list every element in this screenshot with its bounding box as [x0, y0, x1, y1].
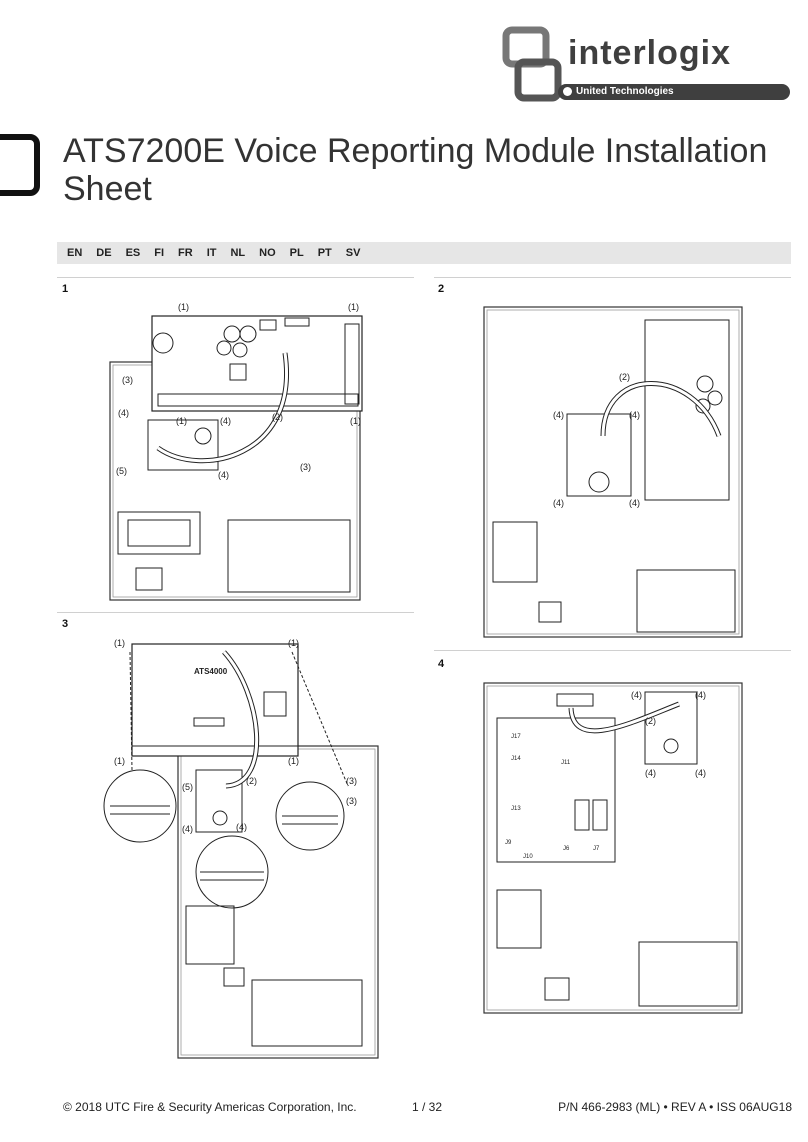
svg-text:(1): (1)	[288, 756, 299, 766]
lang-es[interactable]: ES	[125, 247, 141, 259]
svg-text:(4): (4)	[629, 498, 640, 508]
figure-3-diagram: ATS4000 (1) (1) (1) (1) (2) (5) (3) (4) …	[103, 638, 379, 1059]
svg-text:(1): (1)	[114, 638, 125, 648]
svg-text:(5): (5)	[182, 782, 193, 792]
svg-text:(1): (1)	[176, 416, 187, 426]
page-tab-marker	[0, 134, 40, 196]
brand-name: interlogix	[568, 34, 732, 72]
svg-text:(4): (4)	[553, 410, 564, 420]
fig4-voice-module	[644, 691, 698, 765]
svg-text:(1): (1)	[350, 416, 361, 426]
figure-1-diagram: (1) (1) (3) (4) (1) (4) (2) (1) (5) (4) …	[109, 302, 363, 601]
divider-fig1	[57, 277, 414, 278]
fig3-board-label: ATS4000	[194, 667, 228, 676]
fig3-transformer	[185, 905, 235, 965]
lang-pt[interactable]: PT	[317, 247, 332, 259]
lang-fi[interactable]: FI	[154, 247, 165, 259]
svg-text:(2): (2)	[246, 776, 257, 786]
footer-part-number: P/N 466-2983 (ML) • REV A • ISS 06AUG18	[558, 1100, 792, 1114]
figure-4-diagram: J17 J14 J11 J13 J9 J10 J6 J7 (4) (4) (2)…	[483, 682, 743, 1014]
svg-text:(2): (2)	[645, 716, 656, 726]
fig1-battery	[227, 519, 351, 593]
svg-text:J9: J9	[505, 840, 512, 846]
svg-text:(3): (3)	[122, 375, 133, 385]
fig3-voice-module	[195, 769, 243, 833]
svg-text:(2): (2)	[272, 412, 283, 422]
svg-text:(4): (4)	[553, 498, 564, 508]
fig4-enclosure	[483, 682, 743, 1014]
divider-fig2	[434, 277, 791, 278]
figure-2-diagram: (2) (4) (4) (4) (4)	[483, 306, 743, 638]
svg-text:(4): (4)	[629, 410, 640, 420]
svg-text:J14: J14	[511, 756, 521, 762]
figure-2-number: 2	[438, 283, 445, 295]
svg-text:(4): (4)	[182, 824, 193, 834]
fig1-control-board	[151, 315, 363, 412]
svg-text:(4): (4)	[218, 470, 229, 480]
fig3-control-board	[131, 643, 299, 757]
svg-text:(4): (4)	[695, 768, 706, 778]
language-bar: EN DE ES FI FR IT NL NO PL PT SV	[57, 242, 791, 264]
fig2-enclosure	[483, 306, 743, 638]
lang-de[interactable]: DE	[96, 247, 112, 259]
fig3-battery	[251, 979, 363, 1047]
lang-pl[interactable]: PL	[289, 247, 304, 259]
svg-text:(4): (4)	[220, 416, 231, 426]
svg-text:(1): (1)	[288, 638, 299, 648]
svg-text:J13: J13	[511, 806, 521, 812]
svg-text:(4): (4)	[645, 768, 656, 778]
svg-text:(1): (1)	[178, 302, 189, 312]
fig2-transformer	[492, 521, 538, 583]
figure-3-number: 3	[62, 618, 69, 630]
fig2-control-board	[644, 319, 730, 501]
svg-text:(1): (1)	[114, 756, 125, 766]
fig4-control-board	[496, 717, 616, 863]
svg-text:(4): (4)	[631, 690, 642, 700]
footer-copyright: © 2018 UTC Fire & Security Americas Corp…	[63, 1100, 357, 1114]
divider-fig3	[57, 612, 414, 613]
svg-text:(5): (5)	[116, 466, 127, 476]
svg-text:J11: J11	[561, 760, 571, 766]
lang-no[interactable]: NO	[259, 247, 276, 259]
svg-text:(4): (4)	[118, 408, 129, 418]
svg-text:J6: J6	[563, 846, 570, 852]
svg-text:(4): (4)	[236, 822, 247, 832]
svg-text:(4): (4)	[695, 690, 706, 700]
interlogix-logo: interlogix United Technologies	[502, 26, 792, 104]
document-title: ATS7200E Voice Reporting Module Installa…	[63, 132, 768, 208]
brand-tagline-bar	[558, 84, 790, 100]
footer-page-number: 1 / 32	[412, 1100, 443, 1114]
svg-text:J10: J10	[523, 854, 533, 860]
svg-text:J7: J7	[593, 846, 600, 852]
fig1-transformer	[117, 511, 201, 555]
divider-fig4	[434, 650, 791, 651]
brand-tagline: United Technologies	[576, 86, 674, 97]
lang-it[interactable]: IT	[206, 247, 217, 259]
svg-text:J17: J17	[511, 734, 521, 740]
svg-text:(2): (2)	[619, 372, 630, 382]
svg-text:(1): (1)	[348, 302, 359, 312]
fig4-transformer	[496, 889, 542, 949]
fig2-voice-module	[566, 413, 632, 497]
logo-mark-icon	[502, 26, 562, 102]
fig2-battery	[636, 569, 736, 633]
svg-text:(3): (3)	[300, 462, 311, 472]
svg-text:(3): (3)	[346, 776, 357, 786]
figure-4-number: 4	[438, 658, 445, 670]
lang-sv[interactable]: SV	[345, 247, 361, 259]
lang-fr[interactable]: FR	[178, 247, 193, 259]
utc-dot-icon	[563, 87, 572, 96]
fig4-battery	[638, 941, 738, 1007]
figure-1-number: 1	[62, 283, 69, 295]
svg-text:(3): (3)	[346, 796, 357, 806]
lang-nl[interactable]: NL	[230, 247, 246, 259]
lang-en[interactable]: EN	[67, 247, 83, 259]
